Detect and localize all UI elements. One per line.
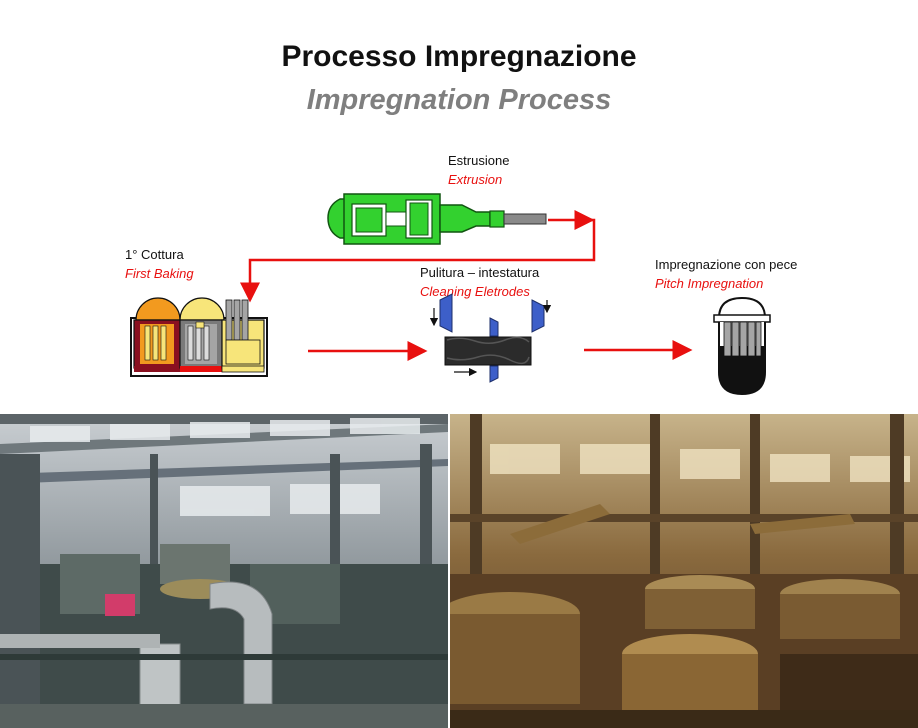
cleaning-station-icon [429, 293, 552, 383]
page-subtitle: Impregnation Process [306, 84, 612, 116]
label-extrusion: Estrusione Extrusion [448, 153, 510, 187]
impregnation-vessel-icon [713, 296, 771, 396]
impregnation-autoclave-photo [450, 414, 918, 728]
label-first-baking: 1° Cottura First Baking [125, 247, 194, 281]
industrial-plant-photo [0, 414, 448, 728]
page-title: Processo Impregnazione [281, 40, 637, 73]
label-impregnation: Impregnazione con pece Pitch Impregnatio… [655, 257, 798, 291]
extruder-icon [327, 193, 547, 245]
process-diagram [130, 193, 771, 396]
label-cleaning: Pulitura – intestatura Cleaning Eletrode… [420, 265, 540, 299]
baking-kiln-icon [130, 297, 268, 377]
